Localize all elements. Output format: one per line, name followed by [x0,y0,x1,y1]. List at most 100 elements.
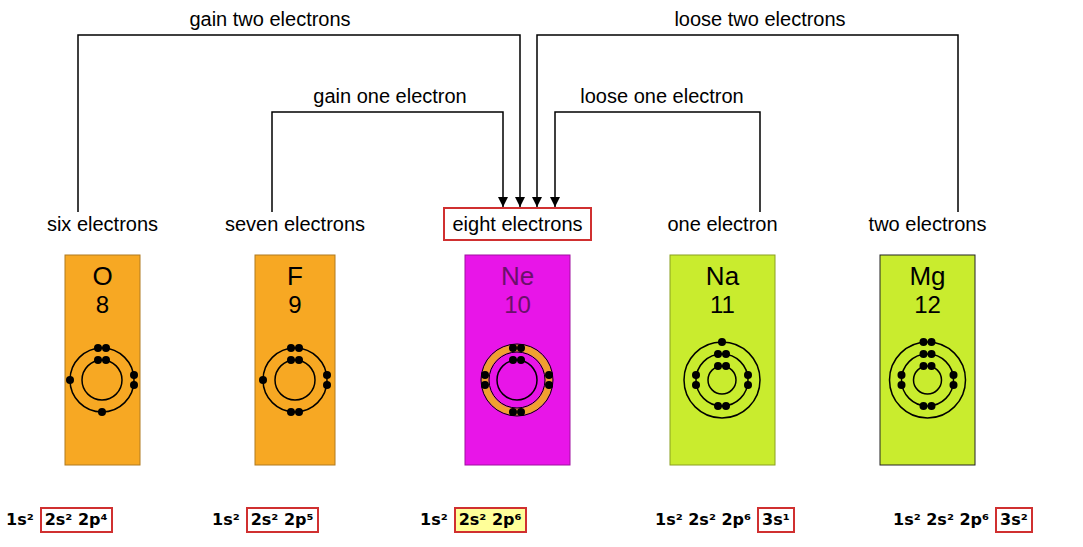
count-box: eight electrons [443,207,591,241]
shell [497,360,537,400]
atomic-number: 10 [465,291,570,319]
atomic-number: 8 [45,291,160,319]
element-symbol: Na [665,261,779,291]
electron [950,381,958,389]
shell-edge [489,352,545,408]
electron [722,402,730,410]
configuration-row: 1s² 2s² 2p⁵ [212,507,319,533]
electron [714,350,722,358]
shell-electron-count: two electrons [867,212,989,236]
transfer-label: gain one electron [310,84,469,108]
electron [66,376,74,384]
transfer-label: loose two electrons [671,7,848,31]
electron-configuration: 1s² 2s² 2p⁶ [893,509,989,531]
shell-edge [481,344,553,416]
electron [323,371,331,379]
valence-configuration: 3s¹ [757,507,795,533]
electron [509,356,517,364]
electron [481,381,489,389]
electron [920,350,928,358]
configuration-row: 1s² 2s² 2p⁴ [6,507,113,533]
electron [744,371,752,379]
electron [928,402,936,410]
element-card: two electronsMg12 [867,212,989,465]
electron-configuration: 1s² [420,509,448,531]
electron-configuration: 1s² [212,509,240,531]
electron [323,381,331,389]
electrons [66,338,958,416]
electron [920,362,928,370]
element-symbol: F [223,261,367,291]
electron [950,371,958,379]
element-card: six electronsO8 [45,212,160,465]
electron [928,362,936,370]
electron [94,356,102,364]
electron [287,356,295,364]
electron-transfer-arrow [78,35,520,212]
configuration-row: 1s² 2s² 2p⁶ [420,507,527,533]
electron [718,338,726,346]
element-card: one electronNa11 [665,212,779,465]
shell-electron-count: six electrons [45,212,160,236]
electron [928,350,936,358]
valence-configuration: 2s² 2p⁶ [454,507,527,533]
electron [517,344,525,352]
shell [696,354,748,406]
configuration-row: 1s² 2s² 2p⁶ 3s¹ [655,507,795,533]
electron [130,381,138,389]
electron [714,362,722,370]
electron [295,344,303,352]
electron [692,381,700,389]
electron [920,402,928,410]
electron-configuration: 1s² [6,509,34,531]
shell [684,342,760,418]
valence-configuration: 2s² 2p⁵ [246,507,319,533]
atomic-number: 9 [223,291,367,319]
electron [898,381,906,389]
electron [898,371,906,379]
electron-configuration: 1s² 2s² 2p⁶ [655,509,751,531]
element-symbol: Ne [465,261,570,291]
shell [70,348,134,412]
valence-configuration: 3s² [995,507,1033,533]
electron [545,381,553,389]
shell [890,342,966,418]
electron [102,344,110,352]
electron [130,371,138,379]
electron-transfer-arrow [272,112,503,212]
neon-card [465,255,570,465]
shell [902,354,954,406]
electron [545,371,553,379]
valence-configuration: 2s² 2p⁴ [40,507,113,533]
atomic-number: 11 [665,291,779,319]
shell [263,348,327,412]
shell [914,366,942,394]
count-text: eight electrons [452,212,582,236]
electron [928,338,936,346]
electron [509,408,517,416]
full-shell [485,348,549,412]
shell [82,360,122,400]
electron [287,344,295,352]
electron [295,408,303,416]
electron [295,356,303,364]
electron-transfer-arrow [537,35,958,212]
electron [481,371,489,379]
electron [714,402,722,410]
atomic-number: 12 [867,291,989,319]
electron [692,371,700,379]
electron [287,408,295,416]
element-symbol: Mg [867,261,989,291]
electron [102,356,110,364]
element-card: Ne10 [465,255,570,465]
element-symbol: O [45,261,160,291]
configuration-row: 1s² 2s² 2p⁶ 3s² [893,507,1033,533]
shell-electron-count: seven electrons [223,212,367,236]
electron [744,381,752,389]
element-card: seven electronsF9 [223,212,367,465]
shell [275,360,315,400]
electron [517,408,525,416]
electron [98,408,106,416]
transfer-label: loose one electron [577,84,746,108]
